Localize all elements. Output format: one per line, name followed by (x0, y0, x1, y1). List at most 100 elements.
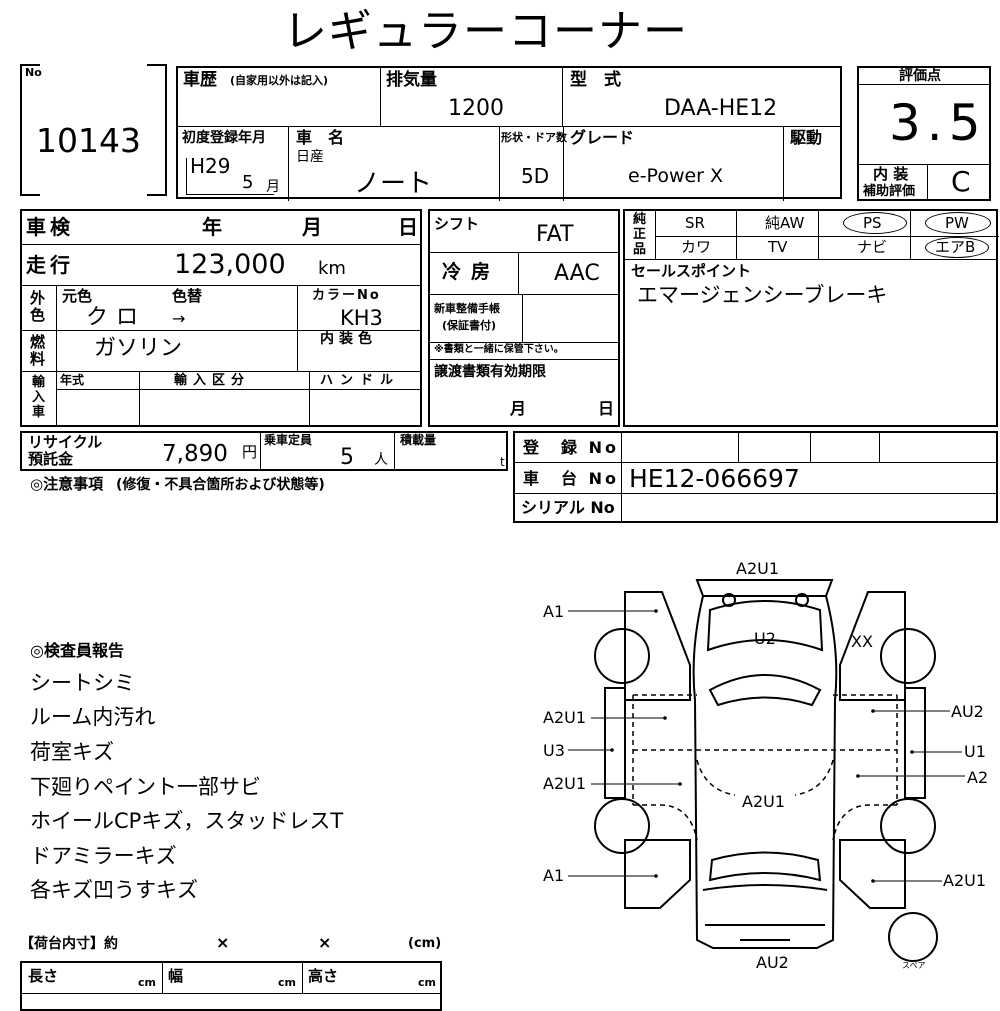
left-front-door (624, 839, 691, 909)
exterior-arrow: → (172, 309, 186, 328)
left-side-sill (604, 687, 626, 799)
equipment-grid: 純正品 SR 純AW PS PW カワ TV ナビ エアB セールスポイント エ… (623, 209, 999, 427)
interior-score-value: C (951, 165, 971, 198)
recycle-unit: 円 (242, 443, 258, 461)
ac-label: 冷房 (442, 261, 501, 283)
cargo-unit: (cm) (408, 936, 442, 951)
recycle-value: 7,890 (162, 441, 228, 467)
import-year-label: 年式 (60, 373, 85, 387)
cargo-length-label: 長さ (28, 967, 59, 985)
first-reg-month: 5 (242, 172, 254, 193)
import-division-label: 輸入区分 (174, 373, 251, 388)
inspection-label: 車検 (26, 215, 74, 239)
transfer-month: 月 (510, 399, 527, 418)
capacity-label: 乗車定員 (264, 433, 313, 447)
page-title: レギュラーコーナー (283, 6, 688, 57)
car-name-label: 車 名 (296, 128, 345, 147)
equipment-label: 純正品 (633, 212, 647, 257)
first-reg-month-unit: 月 (266, 179, 280, 195)
diagram-label-top: A2U1 (736, 559, 780, 578)
equip-ps-circled (843, 212, 907, 234)
report-line: ルーム内汚れ (30, 705, 156, 729)
score-label: 評価点 (899, 68, 941, 84)
import-label: 輸入車 (32, 375, 46, 420)
sales-point-label: セールスポイント (631, 262, 752, 280)
diagram-label-spare: スペア (902, 961, 926, 970)
shift-value: FAT (536, 222, 574, 247)
car-name-value: ノート (354, 169, 433, 199)
equip-pw-circled (925, 212, 991, 234)
diagram-label-right-1: AU2 (951, 702, 984, 721)
cargo-height-unit: cm (418, 976, 436, 989)
score-value: 3.5 (889, 94, 987, 152)
diagram-label-left-4: A2U1 (543, 774, 587, 793)
load-label: 積載量 (400, 433, 437, 447)
car-body (692, 595, 838, 949)
diagram-label-right-4: A2U1 (943, 871, 987, 890)
diagram-label-left-2: A2U1 (543, 708, 587, 727)
diagram-label-left-3: U3 (543, 741, 565, 760)
fuel-label: 燃料 (30, 333, 46, 368)
interior-color-label: 内装色 (320, 331, 377, 347)
grade-label: グレード (570, 128, 635, 147)
exterior-label: 外色 (30, 289, 46, 324)
diagram-label-xx: XX (851, 632, 873, 651)
serial-label: シリアル No (521, 498, 615, 517)
right-front-door (839, 839, 906, 909)
mileage-value: 123,000 (174, 249, 286, 280)
equip-ps: PS (863, 214, 882, 232)
transfer-label: 譲渡書類有効期限 (434, 364, 546, 380)
cargo-x2: × (318, 933, 332, 952)
diagram-label-right-3: A2 (967, 768, 989, 787)
history-note: (自家用以外は記入) (230, 74, 329, 87)
transfer-day: 日 (598, 399, 615, 418)
mileage-unit: km (318, 258, 346, 279)
inspection-year: 年 (202, 215, 222, 239)
equip-sr: SR (685, 214, 705, 232)
sales-point-value: エマージェンシーブレーキ (637, 283, 888, 307)
interior-label-1: 内 装 (873, 165, 909, 183)
diagram-label-left-5: A1 (543, 866, 565, 885)
capacity-unit: 人 (374, 452, 388, 468)
displacement-value: 1200 (448, 96, 504, 121)
model-label: 型 式 (570, 70, 621, 90)
mileage-label: 走行 (26, 253, 74, 277)
first-reg-era: H29 (190, 154, 231, 178)
diagram-label-left-1: A1 (543, 602, 565, 621)
wheel-front-left (594, 798, 650, 854)
model-value: DAA-HE12 (664, 96, 778, 121)
exterior-value: クロ (86, 305, 147, 330)
spec-grid-middle: シフト FAT 冷房 AAC 新車整備手帳 (保証書付) ※書類と一緒に保管下さ… (428, 209, 620, 427)
equip-airbag-circled (925, 237, 989, 258)
recycle-label-1: リサイクル (28, 433, 103, 451)
drive-label: 駆動 (790, 128, 823, 147)
car-maker: 日産 (296, 149, 324, 165)
left-rear-door (624, 591, 691, 701)
maint-note: ※書類と一緒に保管下さい。 (434, 344, 564, 355)
ac-value: AAC (554, 261, 600, 286)
cargo-grid: 長さ cm 幅 cm 高さ cm (20, 961, 442, 1011)
recycle-grid: リサイクル 預託金 7,890 円 乗車定員 5 人 積載量 t (20, 431, 508, 471)
cargo-width-unit: cm (278, 976, 296, 989)
chassis-value: HE12-066697 (629, 464, 800, 493)
wheel-rear-right (880, 628, 936, 684)
history-label: 車歴 (183, 70, 217, 90)
rear-window (706, 600, 824, 652)
caution-label: ◎注意事項 (30, 475, 104, 493)
cargo-label: 【荷台内寸】約 (20, 936, 118, 952)
report-line: シートシミ (30, 671, 135, 695)
sunroof-window (708, 674, 822, 707)
header-grid: 車歴 (自家用以外は記入) 排気量 1200 型 式 DAA-HE12 初度登録… (176, 66, 842, 201)
exterior-change-label: 色替 (172, 287, 203, 305)
first-reg-label: 初度登録年月 (182, 130, 266, 146)
shift-label: シフト (434, 215, 480, 233)
report-label: ◎検査員報告 (30, 641, 124, 660)
no-box: No 10143 (20, 64, 167, 196)
equip-navi: ナビ (857, 238, 888, 256)
shape-value: 5D (521, 164, 550, 188)
recycle-label-2: 預託金 (28, 450, 74, 468)
inspection-month: 月 (302, 215, 322, 239)
cargo-length-unit: cm (138, 976, 156, 989)
spare-tire (888, 912, 938, 962)
cargo-x1: × (216, 933, 230, 952)
